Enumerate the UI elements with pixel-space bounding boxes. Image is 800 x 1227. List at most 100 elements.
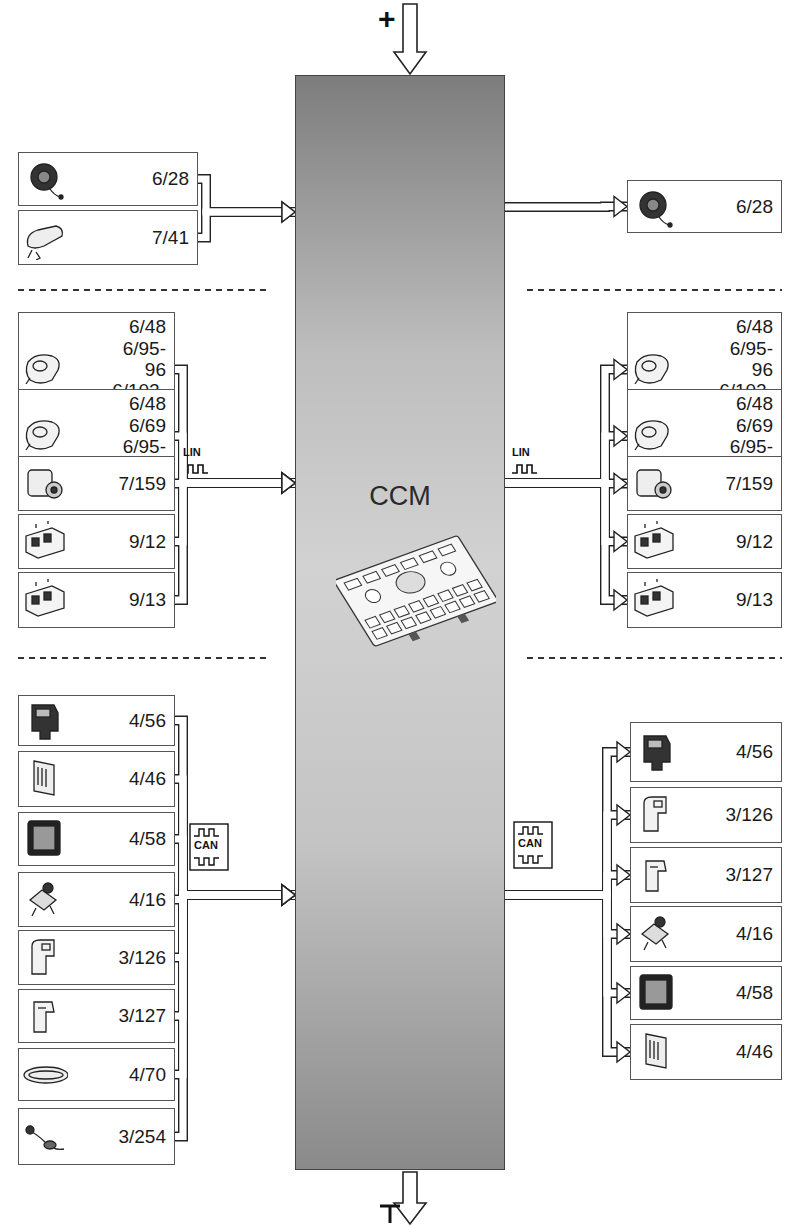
bus-name: CAN — [518, 838, 542, 849]
arrowhead — [282, 202, 295, 222]
component-box: 9/12 — [627, 514, 782, 569]
arrowhead — [282, 885, 295, 905]
arrowhead — [282, 473, 295, 493]
arrowhead-group — [617, 1042, 630, 1062]
reference-number: 9/12 — [129, 531, 166, 552]
component-icon — [22, 414, 68, 458]
bus-name: LIN — [512, 447, 530, 458]
component-box: 3/126 — [18, 930, 175, 985]
component-box: 3/127 — [18, 989, 175, 1043]
component-icon — [22, 699, 68, 743]
reference-number: 4/46 — [736, 1041, 773, 1062]
signal-arrow — [175, 483, 295, 600]
component-icon — [634, 853, 680, 897]
arrowhead-group — [282, 473, 295, 493]
component-icon — [22, 348, 68, 392]
arrowhead-group — [282, 202, 295, 222]
arrowhead — [282, 885, 295, 905]
signal-arrow-fill — [175, 839, 295, 895]
arrowhead — [282, 885, 295, 905]
arrowhead — [282, 473, 295, 493]
component-icon — [634, 912, 680, 956]
reference-number: 3/126 — [118, 947, 166, 968]
arrowhead — [282, 885, 295, 905]
arrowhead — [282, 473, 295, 493]
component-box: 4/70 — [18, 1048, 175, 1101]
arrowhead-group — [282, 885, 295, 905]
signal-arrow-fill — [505, 483, 627, 542]
signal-arrow-fill — [505, 895, 630, 1052]
signal-arrow-fill — [505, 436, 627, 483]
supply-arrow — [394, 4, 426, 74]
reference-number: 6/28 — [736, 196, 773, 217]
signal-arrow — [175, 779, 295, 895]
arrowhead — [282, 473, 295, 493]
reference-number: 4/56 — [129, 710, 166, 731]
component-box: 9/12 — [18, 514, 175, 569]
arrowhead-group — [614, 532, 627, 552]
reference-number: 7/41 — [152, 227, 189, 248]
signal-arrow — [505, 370, 627, 484]
component-box: 9/13 — [18, 572, 175, 628]
arrowhead — [614, 474, 627, 494]
component-icon — [631, 578, 677, 622]
component-box: 6/28 — [18, 152, 198, 206]
arrowhead-group — [617, 742, 630, 762]
signal-arrow — [505, 895, 630, 1052]
signal-arrow-fill — [175, 895, 295, 1137]
arrowhead — [614, 426, 627, 446]
arrowhead-group — [614, 426, 627, 446]
component-icon — [631, 462, 677, 506]
signal-arrow-fill — [175, 721, 295, 896]
arrowhead-group — [617, 924, 630, 944]
component-box: 9/13 — [627, 572, 782, 628]
signal-arrow-fill — [198, 212, 295, 238]
component-icon — [634, 1030, 680, 1074]
component-icon — [22, 1115, 68, 1159]
signal-arrow-fill — [505, 752, 630, 895]
signal-arrow — [505, 202, 627, 213]
control-panel-illustration — [336, 511, 496, 671]
reference-number: 4/46 — [129, 768, 166, 789]
signal-arrow-fill — [175, 483, 295, 542]
signal-arrow-fill — [175, 895, 295, 958]
arrowhead-group — [282, 885, 295, 905]
arrowhead-group — [614, 360, 627, 380]
ground-arrow — [394, 1172, 426, 1224]
component-icon — [22, 216, 68, 260]
arrowhead-group — [614, 590, 627, 610]
component-box: 7/159 — [627, 456, 782, 511]
signal-arrow-fill — [505, 370, 627, 484]
reference-number: 4/58 — [129, 828, 166, 849]
component-box: 7/41 — [18, 210, 198, 265]
arrowhead-group — [617, 983, 630, 1003]
signal-arrow — [175, 895, 295, 1075]
reference-number: 9/12 — [736, 531, 773, 552]
reference-number: 4/56 — [736, 741, 773, 762]
component-box: 4/16 — [630, 906, 782, 962]
signal-arrow-fill — [505, 895, 630, 934]
signal-arrow — [175, 839, 295, 895]
arrowhead — [282, 885, 295, 905]
component-box: 4/56 — [630, 722, 782, 782]
component-icon — [634, 730, 680, 774]
component-icon — [22, 1053, 68, 1097]
arrowhead — [614, 590, 627, 610]
signal-arrow-fill — [505, 203, 627, 211]
bus-name: CAN — [194, 840, 218, 851]
signal-arrow — [175, 483, 295, 542]
reference-number: 9/13 — [129, 589, 166, 610]
signal-arrow — [198, 212, 295, 238]
reference-number: 7/159 — [725, 473, 773, 494]
signal-arrow-fill — [505, 895, 630, 993]
signal-arrow-fill — [198, 179, 295, 212]
arrowhead — [282, 202, 295, 222]
arrowhead — [614, 197, 627, 217]
signal-arrow — [505, 815, 630, 895]
reference-number: 3/127 — [118, 1005, 166, 1026]
component-icon — [22, 936, 68, 980]
reference-number: 3/127 — [725, 864, 773, 885]
arrowhead-group — [614, 474, 627, 494]
arrowhead-group — [282, 473, 295, 493]
